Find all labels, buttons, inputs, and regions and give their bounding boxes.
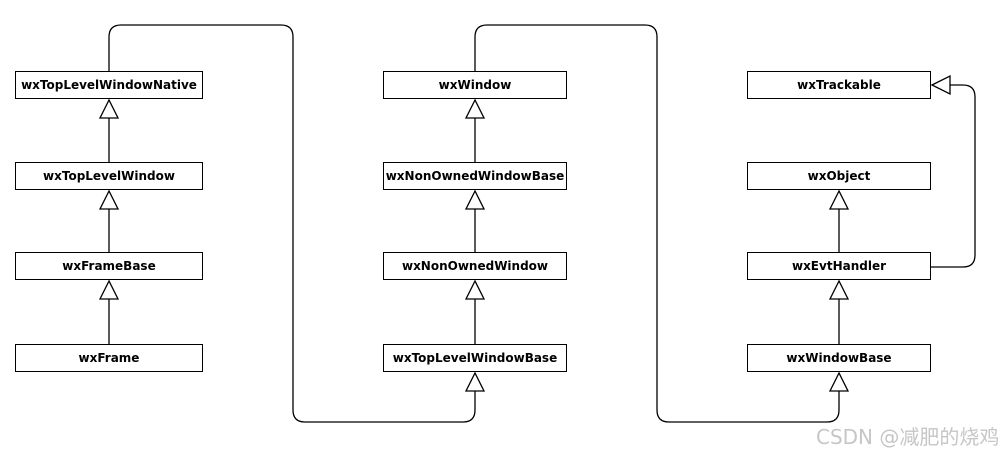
edge-wxFrameBase-to-wxTopLevelWindow (98, 189, 120, 252)
edge-wxEvtHandler-to-wxTrackable (930, 74, 976, 268)
edge-wxTopLevelWindowNative-to-wxTopLevelWindowBase (108, 24, 486, 423)
class-box-wxtoplevelwindow: wxTopLevelWindow (15, 162, 203, 190)
edge-wxWindowBase-to-wxEvtHandler (828, 279, 850, 344)
edge-wxNonOwnedWindowBase-to-wxWindow (464, 98, 486, 162)
class-box-wxwindow: wxWindow (383, 71, 567, 99)
edge-wxFrame-to-wxFrameBase (98, 279, 120, 344)
csdn-watermark: CSDN @减肥的烧鸡 (816, 425, 1000, 449)
class-box-wxobject: wxObject (747, 162, 931, 190)
class-box-wxevthandler: wxEvtHandler (747, 252, 931, 280)
edge-wxNonOwnedWindow-to-wxNonOwnedWindowBase (464, 189, 486, 252)
edge-wxTopLevelWindow-to-wxTopLevelWindowNative (98, 98, 120, 162)
class-box-wxnonownedwindow: wxNonOwnedWindow (383, 252, 567, 280)
class-box-wxnonownedwindowbase: wxNonOwnedWindowBase (383, 162, 567, 190)
edge-wxWindow-to-wxWindowBase (474, 24, 850, 423)
class-box-wxtrackable: wxTrackable (747, 71, 931, 99)
class-box-wxtoplevelwindownative: wxTopLevelWindowNative (15, 71, 203, 99)
edge-wxEvtHandler-to-wxObject (828, 189, 850, 252)
class-box-wxframe: wxFrame (15, 344, 203, 372)
edge-wxTopLevelWindowBase-to-wxNonOwnedWindow (464, 279, 486, 344)
class-box-wxtoplevelwindowbase: wxTopLevelWindowBase (383, 344, 567, 372)
class-box-wxframebase: wxFrameBase (15, 252, 203, 280)
class-box-wxwindowbase: wxWindowBase (747, 344, 931, 372)
